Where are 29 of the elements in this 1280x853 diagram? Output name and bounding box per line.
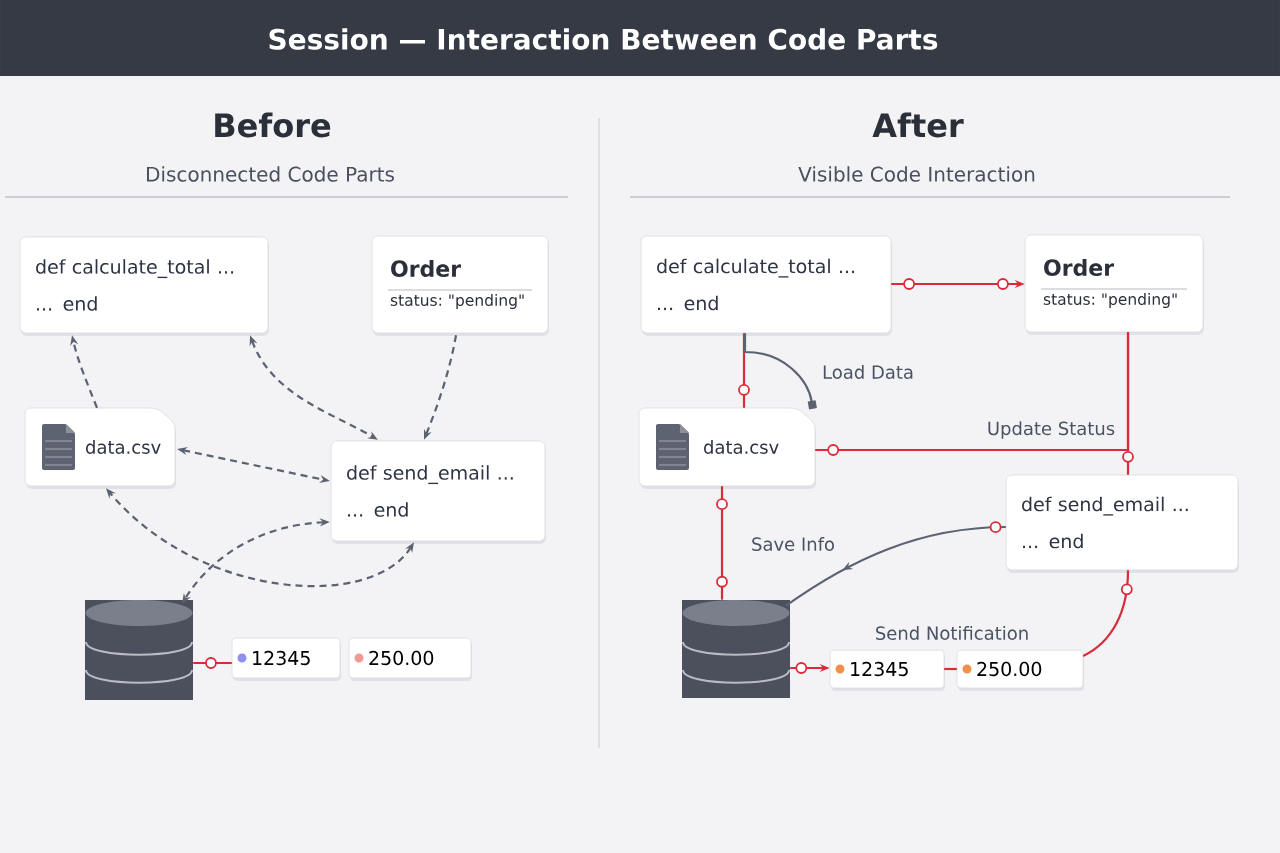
title-bar: Session — Interaction Between Code Parts bbox=[0, 0, 1280, 76]
connector-line bbox=[1082, 570, 1133, 657]
connector-line bbox=[743, 333, 817, 410]
record-box: Order status: "pending" bbox=[371, 235, 549, 336]
code-box: def calculate_total ... ... end bbox=[19, 236, 269, 336]
value-chip: 12345 bbox=[829, 649, 945, 691]
edge-label: Load Data bbox=[820, 363, 916, 381]
edge-label: Update Status bbox=[984, 419, 1118, 441]
code-box: def calculate_total ... ... end bbox=[640, 235, 892, 336]
connector-line bbox=[1122, 332, 1134, 475]
edge-label: Save Info bbox=[749, 535, 837, 553]
code-box: def send_email ... ... end bbox=[1005, 474, 1239, 573]
record-box: Order status: "pending" bbox=[1024, 234, 1204, 335]
database-cylinder bbox=[682, 599, 790, 698]
value-chip: 250.00 bbox=[348, 637, 472, 681]
value-chip: 12345 bbox=[231, 637, 341, 681]
arrow bbox=[785, 521, 1006, 607]
section-subtitle: Disconnected Code Parts bbox=[147, 166, 394, 182]
code-box: def send_email ... ... end bbox=[330, 440, 546, 544]
section-heading: After bbox=[872, 112, 964, 138]
connector-line bbox=[944, 667, 957, 671]
database-cylinder bbox=[85, 599, 193, 700]
edge-label: Send Notification bbox=[872, 624, 1032, 642]
connector-line bbox=[716, 486, 728, 600]
connector-line bbox=[193, 657, 232, 669]
section-heading: Before bbox=[215, 112, 331, 138]
section-subtitle: Visible Code Interaction bbox=[798, 166, 1035, 182]
connector-line bbox=[738, 333, 750, 408]
value-chip: 250.00 bbox=[956, 649, 1084, 691]
